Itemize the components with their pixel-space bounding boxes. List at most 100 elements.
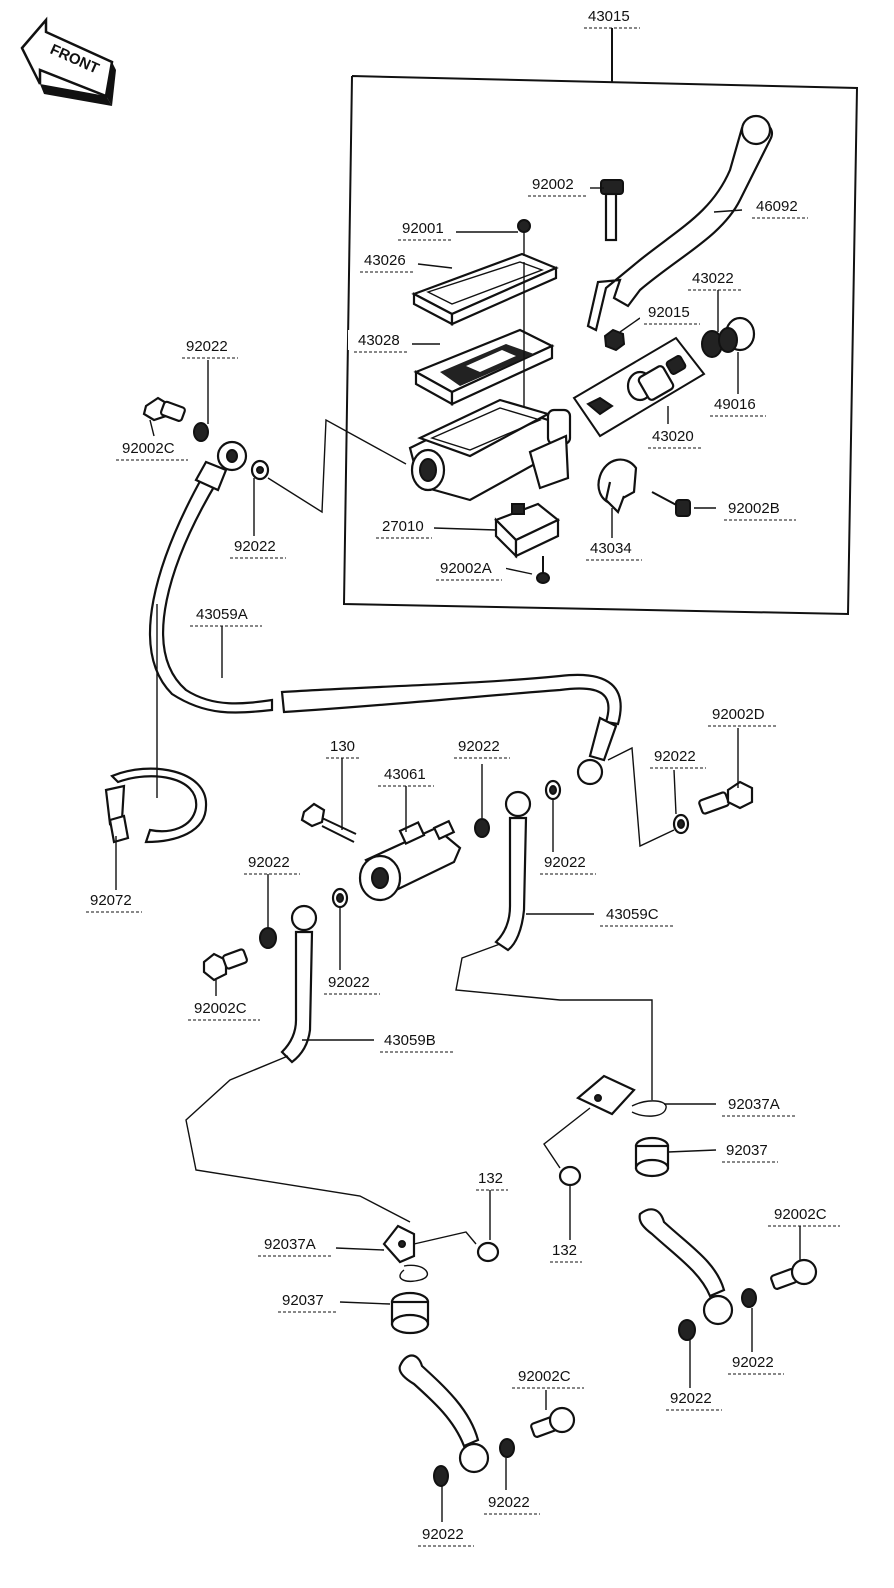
part-number-text: 92022 — [234, 538, 276, 555]
part-number-text: 92022 — [732, 1354, 774, 1371]
hose-43059c — [494, 790, 532, 952]
bolt-132-right — [558, 1165, 582, 1187]
part-number-text: 132 — [552, 1242, 577, 1259]
lever-nut — [603, 328, 626, 352]
banjo-bolt-bottom-left — [530, 1406, 576, 1438]
label-hose-b: 43059B — [376, 1030, 456, 1053]
label-washer-br2: 92022 — [662, 1388, 724, 1411]
part-number-text: 130 — [330, 738, 355, 755]
label-bolt-132-left: 132 — [474, 1168, 510, 1191]
part-labels: 43015 46092 92002 92001 43026 43028 9201… — [82, 6, 842, 1547]
label-boot: 43022 — [682, 268, 744, 291]
label-banjo-br: 92002C — [764, 1204, 842, 1227]
label-washer-mid-3: 92022 — [646, 746, 708, 769]
part-number-text: 92022 — [654, 748, 696, 765]
part-number-text: 92002D — [712, 706, 765, 723]
part-number-text: 92001 — [402, 220, 444, 237]
label-hose-clamp: 92072 — [82, 890, 144, 913]
piston-kit — [572, 336, 706, 438]
part-number-text: 92002C — [194, 1000, 247, 1017]
part-number-text: 92002A — [440, 560, 492, 577]
label-banjo-top: 92002C — [112, 438, 190, 461]
label-hose-a: 43059A — [186, 604, 264, 627]
part-number-text: 43034 — [590, 540, 632, 557]
label-cap: 43026 — [354, 250, 416, 273]
label-hose-c: 43059C — [596, 904, 676, 927]
label-washer-l1: 92022 — [240, 852, 302, 875]
part-number-text: 92022 — [248, 854, 290, 871]
label-washer-top-1: 92022 — [178, 336, 240, 359]
part-number-text: 43026 — [364, 252, 406, 269]
label-joint-bolt: 130 — [324, 736, 362, 759]
handlebar-clamp — [597, 458, 638, 514]
label-grommet-left: 92037 — [274, 1290, 338, 1313]
part-number-text: 92072 — [90, 892, 132, 909]
label-clamp-bolt: 92002B — [718, 498, 800, 521]
label-lever: 46092 — [744, 196, 810, 219]
hose-bottom-right — [638, 1208, 734, 1326]
part-number-text: 27010 — [382, 518, 424, 535]
part-number-text: 46092 — [756, 198, 798, 215]
washer-bl-2 — [433, 1465, 449, 1487]
part-number-text: 92022 — [488, 1494, 530, 1511]
hose-bottom-left — [398, 1354, 490, 1474]
brake-switch — [494, 502, 561, 559]
label-switch-screw: 92002A — [430, 558, 506, 581]
grommet-clip-left — [382, 1224, 416, 1264]
washer-br-1 — [741, 1288, 757, 1308]
part-number-text: 92002 — [532, 176, 574, 193]
part-number-text: 43020 — [652, 428, 694, 445]
label-banjo-bl: 92002C — [508, 1366, 586, 1389]
hose-43059b — [280, 904, 318, 1064]
banjo-bolt-bottom-right — [770, 1258, 818, 1290]
part-number-text: 132 — [478, 1170, 503, 1187]
label-washer-bl1: 92022 — [480, 1492, 542, 1515]
hose-43059a — [149, 440, 622, 786]
label-joint: 43061 — [374, 764, 436, 787]
brake-joint — [358, 819, 462, 902]
part-number-text: 43015 — [588, 8, 630, 25]
label-dust-seal: 49016 — [706, 394, 768, 417]
label-bolt-132-right: 132 — [548, 1240, 584, 1263]
master-cylinder-body — [408, 398, 572, 502]
washer-bl-1 — [499, 1438, 515, 1458]
diaphragm — [413, 328, 555, 406]
label-washer-mid-2: 92022 — [536, 852, 598, 875]
clamp-bolt — [651, 491, 691, 517]
part-number-text: 43061 — [384, 766, 426, 783]
label-banjo-l: 92002C — [184, 998, 262, 1021]
part-number-text: 43022 — [692, 270, 734, 287]
label-assembly: 43015 — [576, 6, 642, 29]
part-number-text: 92022 — [670, 1390, 712, 1407]
label-piston-kit: 43020 — [642, 426, 704, 449]
label-washer-l2: 92022 — [320, 972, 382, 995]
part-number-text: 92022 — [186, 338, 228, 355]
label-cap-screw: 92001 — [394, 218, 456, 241]
label-washer-mid-1: 92022 — [450, 736, 512, 759]
part-number-text: 92037 — [282, 1292, 324, 1309]
part-number-text: 92022 — [422, 1526, 464, 1543]
leader-lines — [115, 187, 801, 1522]
switch-screw — [536, 556, 550, 584]
part-number-text: 49016 — [714, 396, 756, 413]
part-number-text: 92002B — [728, 500, 780, 517]
lever-bolt — [600, 179, 624, 242]
assembly-outline — [342, 28, 859, 616]
bolt-132-left — [476, 1241, 500, 1263]
banjo-bolt-left — [202, 948, 248, 982]
part-number-text: 43059A — [196, 606, 248, 623]
part-number-text: 92037A — [264, 1236, 316, 1253]
banjo-bolt-d — [698, 780, 754, 815]
part-number-text: 92037 — [726, 1142, 768, 1159]
label-grommet-clip-left: 92037A — [254, 1234, 334, 1257]
part-number-text: 43028 — [358, 332, 400, 349]
washer-l-1 — [259, 927, 277, 949]
part-number-text: 92022 — [458, 738, 500, 755]
hose-clamp — [104, 767, 208, 844]
part-number-text: 92002C — [774, 1206, 827, 1223]
grommet-clip-right — [575, 1074, 636, 1116]
label-diaphragm: 43028 — [348, 330, 410, 353]
grommet-right — [634, 1136, 670, 1178]
part-number-text: 92015 — [648, 304, 690, 321]
